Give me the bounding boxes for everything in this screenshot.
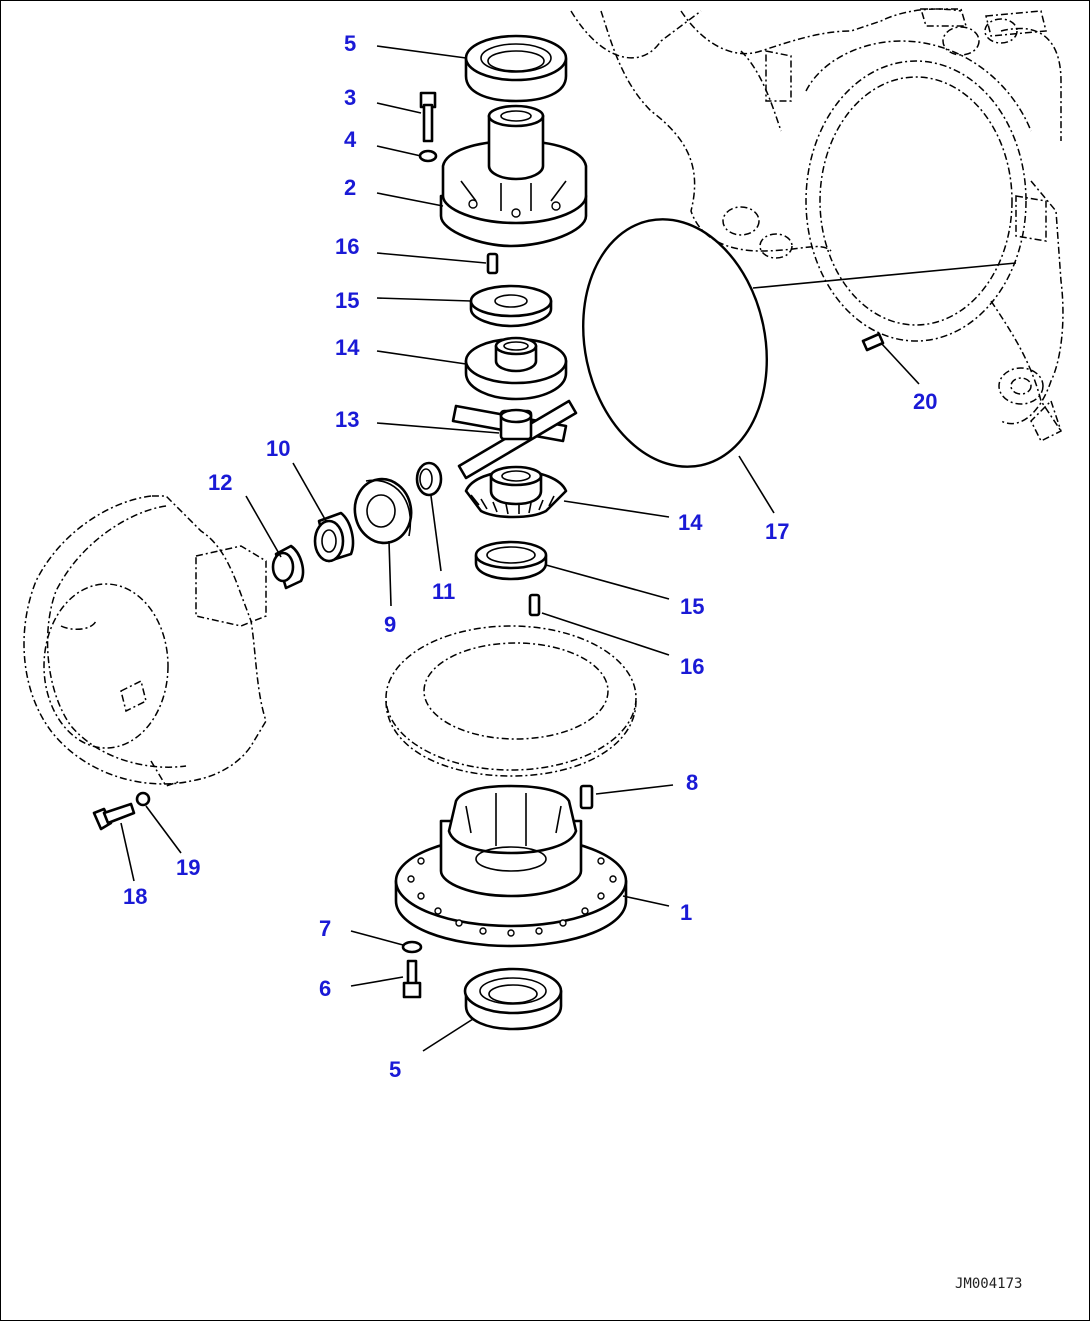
callout-14-lower: 14 (678, 510, 703, 535)
axle-housing-phantom (570, 8, 1064, 443)
callout-16-lower: 16 (680, 654, 704, 679)
collar-bushing (271, 544, 305, 590)
callout-10: 10 (266, 436, 290, 461)
callout-1: 1 (680, 900, 692, 925)
thrust-washer-lower (474, 540, 548, 581)
callout-18: 18 (123, 884, 147, 909)
leader-lines (120, 45, 1017, 1052)
differential-case-upper (439, 104, 588, 248)
spacer-ring (415, 461, 443, 497)
washer-lower (401, 940, 423, 954)
thrust-washer-upper (469, 284, 553, 328)
callout-16-upper: 16 (335, 234, 359, 259)
callout-8: 8 (686, 770, 698, 795)
callout-17: 17 (765, 519, 789, 544)
callout-3: 3 (344, 85, 356, 110)
washer-upper (418, 149, 438, 163)
callout-4: 4 (344, 127, 357, 152)
callout-15-lower: 15 (680, 594, 704, 619)
spider-cross (451, 399, 578, 480)
differential-case-lower (394, 784, 628, 948)
callout-20: 20 (913, 389, 937, 414)
bolt-lower (402, 959, 422, 999)
pin-housing (861, 332, 885, 352)
callout-5-top: 5 (344, 31, 356, 56)
callout-13: 13 (335, 407, 359, 432)
bearing-pinion (313, 511, 355, 563)
cover-housing-phantom (23, 495, 267, 787)
callout-6: 6 (319, 976, 331, 1001)
callout-11: 11 (432, 579, 455, 604)
pin-upper (486, 252, 499, 275)
bearing-bottom (463, 967, 563, 1031)
callout-14-upper: 14 (335, 335, 360, 360)
gasket-ring (582, 218, 768, 468)
side-gear-lower (464, 465, 568, 519)
bolt-cover (92, 802, 136, 831)
washer-cover (135, 791, 151, 807)
callout-12: 12 (208, 470, 232, 495)
drawing-code: JM004173 (955, 1276, 1022, 1292)
pin-case (579, 784, 594, 810)
ring-gear-phantom (385, 625, 637, 777)
callout-19: 19 (176, 855, 200, 880)
pin-lower (528, 593, 541, 617)
callout-9: 9 (384, 612, 396, 637)
bearing-top (464, 34, 568, 103)
side-gear-upper (464, 336, 568, 401)
callout-labels: 5 3 4 2 16 15 14 13 10 12 9 11 14 15 16 … (123, 31, 937, 1082)
callout-15-upper: 15 (335, 288, 359, 313)
callout-2: 2 (344, 175, 356, 200)
callout-7: 7 (319, 916, 331, 941)
callout-5-bottom: 5 (389, 1057, 401, 1082)
bolt-upper (419, 91, 437, 143)
seal-carrier (353, 477, 413, 545)
